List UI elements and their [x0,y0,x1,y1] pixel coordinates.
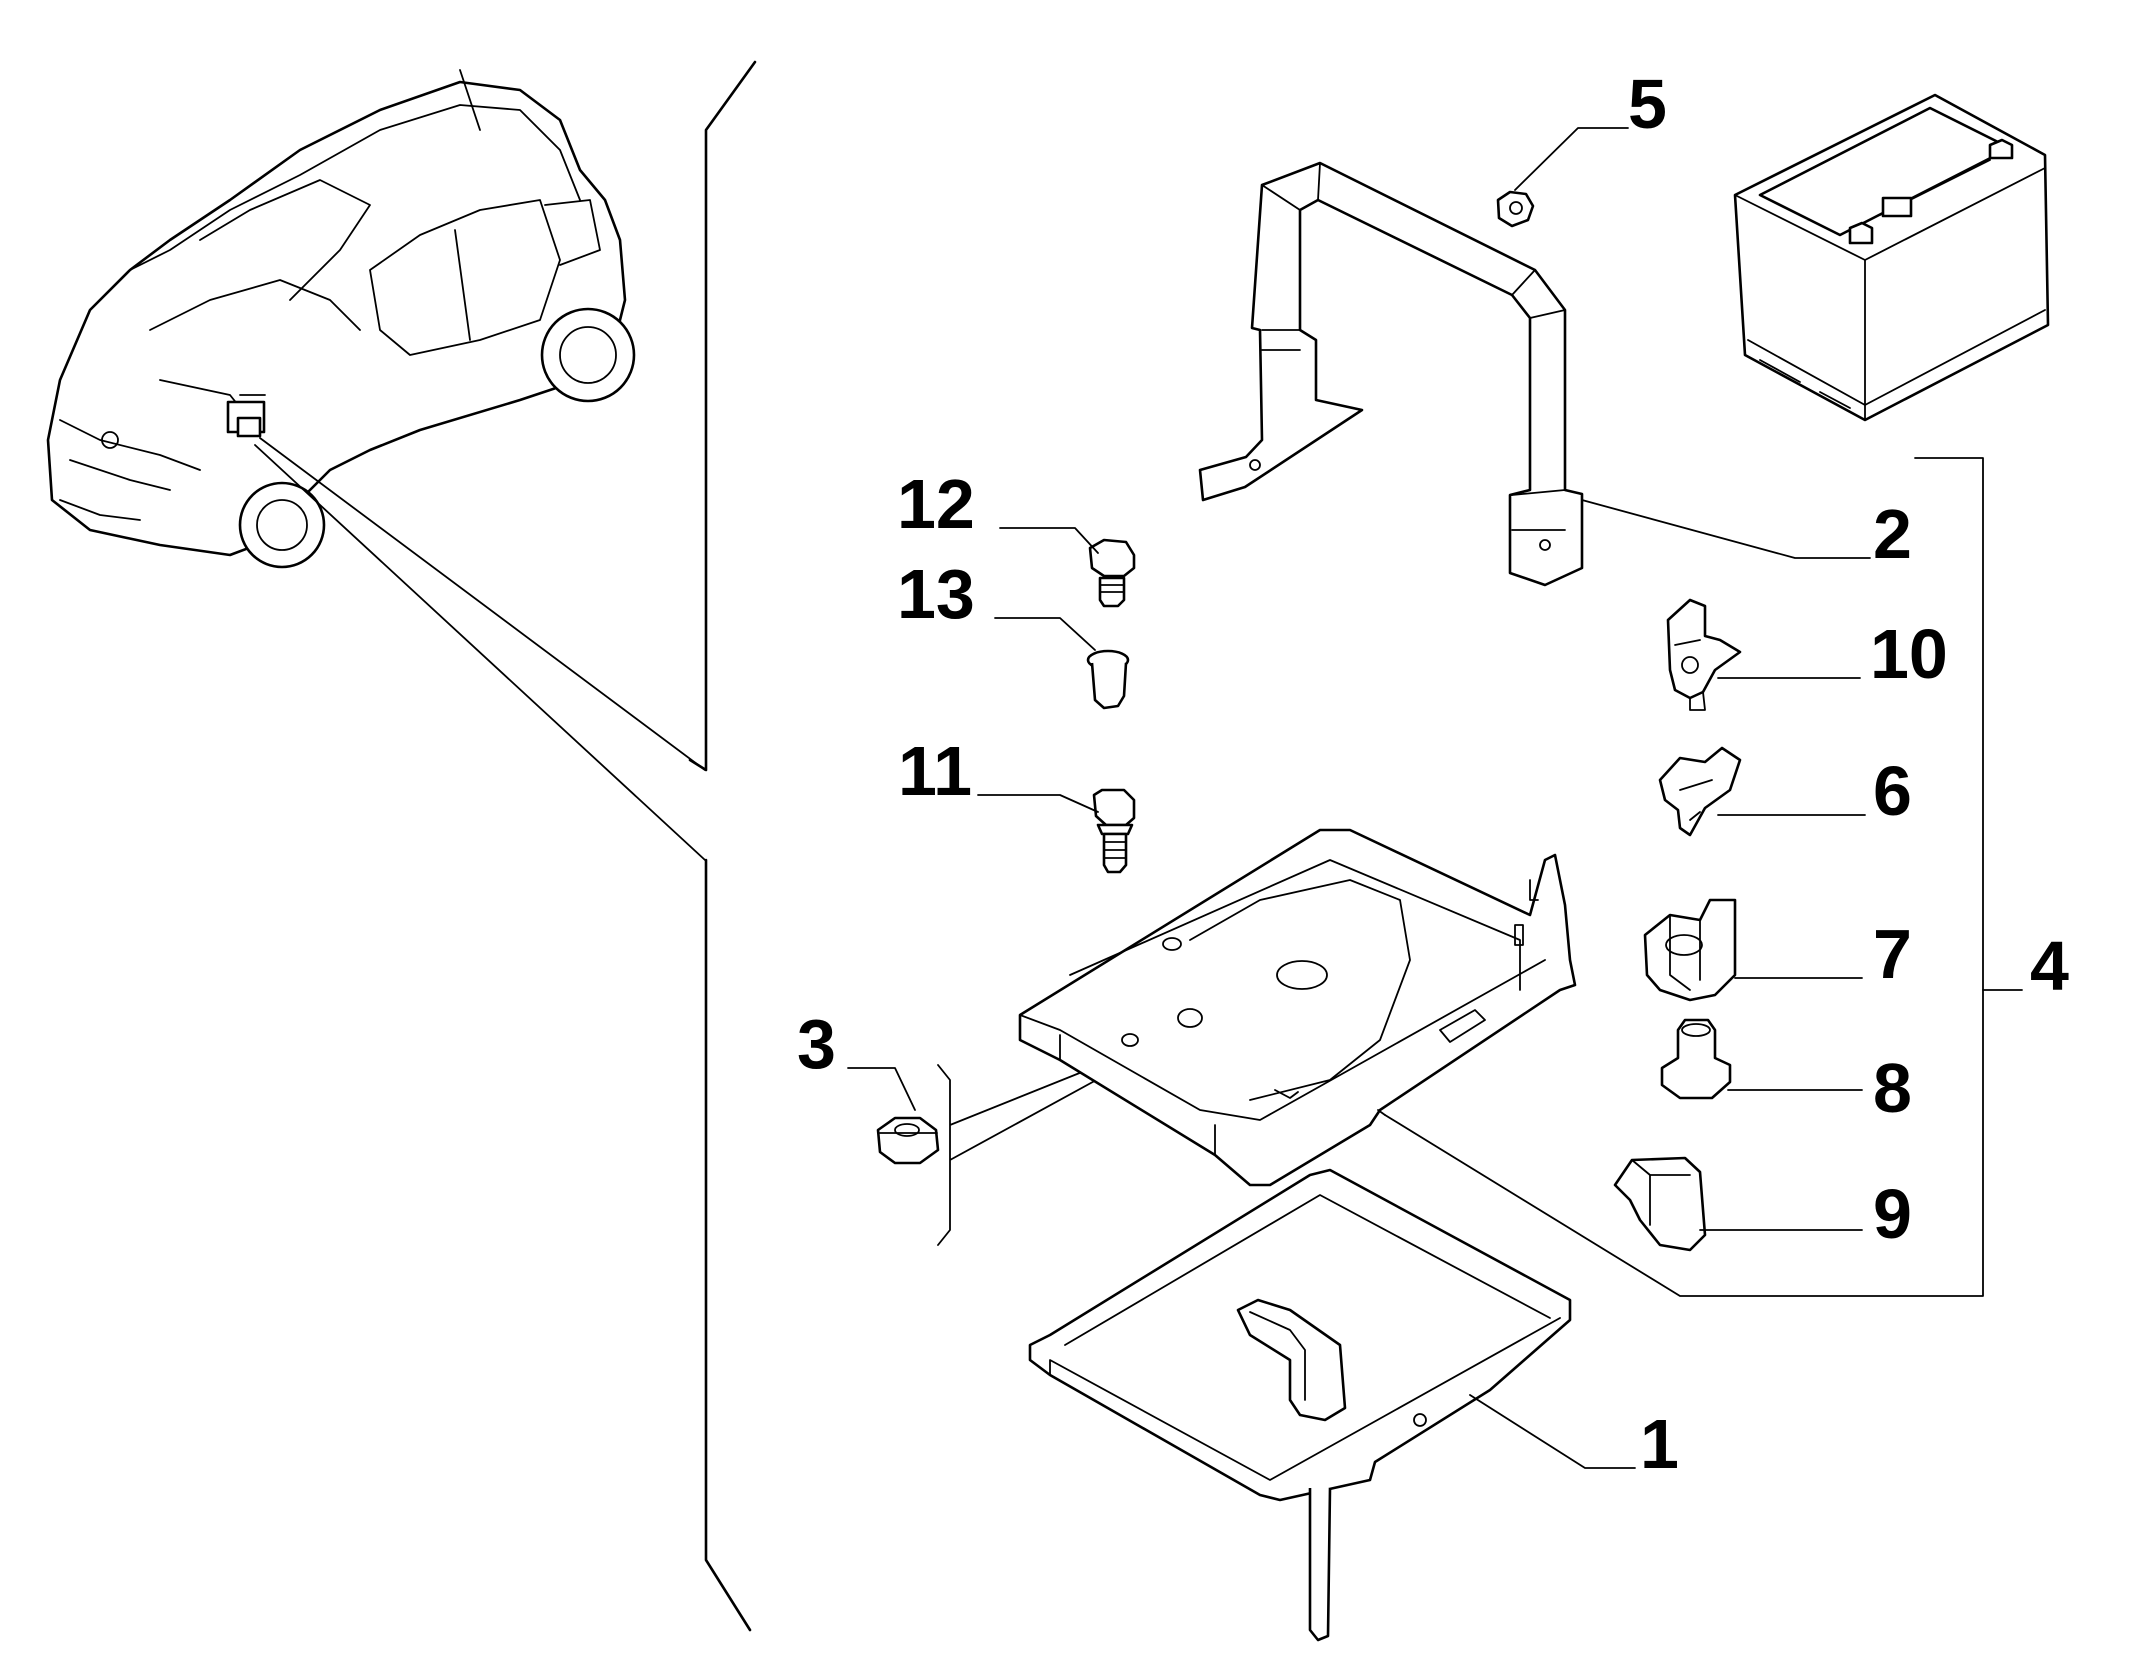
callout-4: 4 [2030,927,2069,1005]
group-bracket-4 [1384,457,1984,1297]
battery-tray-upper [1018,828,1577,1187]
part-7-clip [1643,898,1737,1002]
locator-leader-top [259,437,706,771]
leader-3 [847,1067,916,1111]
callout-13: 13 [897,555,975,633]
callout-12: 12 [897,465,975,543]
callout-10: 10 [1870,615,1948,693]
part-1-lower-tray [1028,1168,1572,1642]
part-6-clip [1658,746,1742,837]
leader-11 [977,794,1099,813]
part-2-bracket [1198,161,1584,587]
leader-tray-connector [1377,1109,1386,1116]
callout-7: 7 [1873,915,1912,993]
leader-12 [999,527,1099,554]
locator-leader-bottom [254,444,706,861]
car-locator-icon [46,69,636,569]
callout-1: 1 [1640,1405,1679,1483]
part-9-cover [1613,1156,1707,1252]
leader-1 [1469,1394,1636,1469]
callout-11: 11 [898,732,972,810]
part-12-bolt [1088,538,1136,608]
leader-5 [1514,127,1629,191]
callout-8: 8 [1873,1049,1912,1127]
callout-3: 3 [797,1005,836,1083]
part-8-grommet [1660,1018,1732,1100]
battery-icon [1733,93,2050,422]
part-10-clip [1666,598,1742,711]
callout-6: 6 [1873,752,1912,830]
part-5-nut [1496,190,1535,228]
leader-2 [1581,499,1871,559]
leader-3-bracket [937,1059,1113,1246]
part-13-spacer [1086,649,1130,710]
leader-13 [994,617,1096,651]
callout-5: 5 [1628,65,1667,143]
part-3-nut [876,1116,940,1165]
callout-2: 2 [1873,495,1912,573]
callout-9: 9 [1873,1175,1912,1253]
separator-line [688,60,757,1632]
part-11-bolt [1092,788,1136,874]
